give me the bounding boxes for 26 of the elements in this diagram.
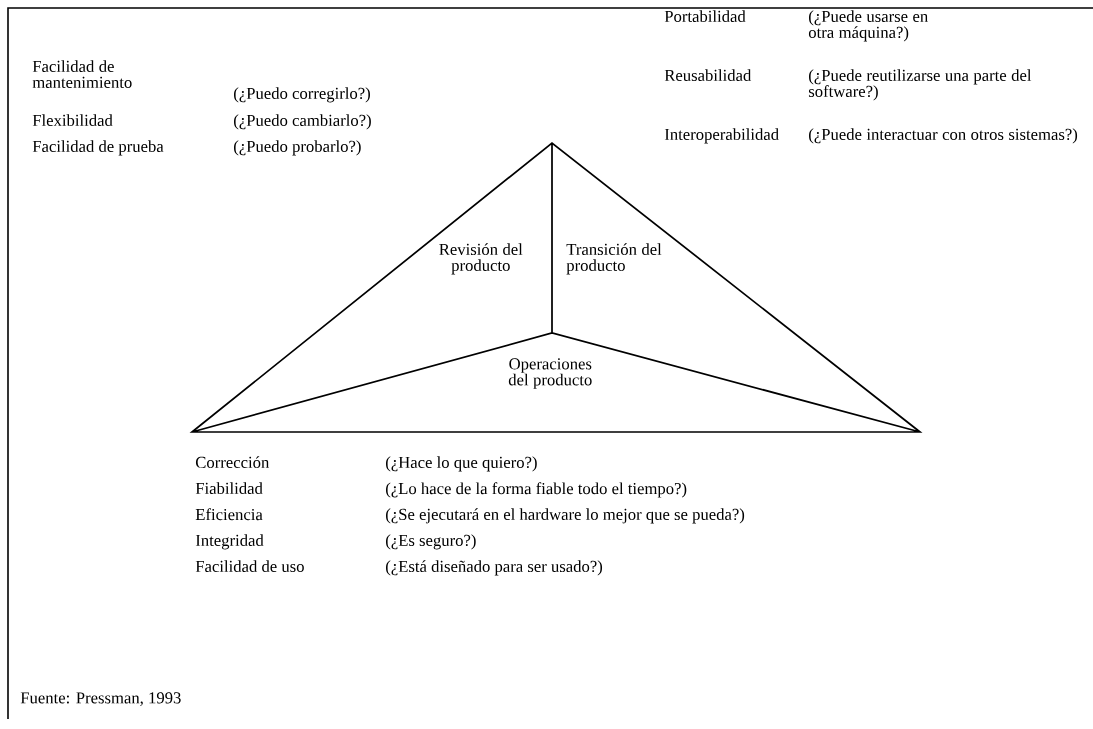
question-text: (¿Se ejecutará en el hardware lo mejor que se pueda?) [386, 508, 745, 524]
source-caption: Fuente: Pressman, 1993 [20, 692, 181, 706]
quality-factor-label: Fiabilidad [195, 482, 263, 494]
question-text: (¿Puedo corregirlo?) [234, 87, 370, 103]
quality-factor-label: Reusabilidad [664, 69, 752, 81]
question-text: (¿Hace lo que quiero?) [386, 456, 537, 472]
region-label: Transición del producto [566, 243, 662, 275]
quality-factor-label: Corrección [195, 456, 270, 469]
quality-factor-label: Integridad [195, 534, 264, 550]
region-label: Operaciones del producto [508, 358, 592, 389]
quality-factor-label: Interoperabilidad [664, 128, 779, 144]
quality-factor-label: Facilidad de uso [195, 560, 304, 572]
quality-factor-label: Facilidad de mantenimiento [32, 60, 132, 88]
question-text: (¿Lo hace de la forma fiable todo el tiempo?) [386, 482, 687, 498]
question-text: (¿Puede reutilizarse una parte del software?) [808, 69, 1032, 101]
question-text: (¿Puedo cambiarlo?) [234, 114, 371, 130]
question-text: (¿Puedo probarlo?) [234, 140, 361, 156]
question-text: (¿Puede interactuar con otros sistemas?) [809, 128, 1078, 144]
quality-factor-label: Portabilidad [664, 10, 746, 22]
quality-factor-label: Facilidad de prueba [32, 140, 164, 156]
question-text: (¿Está diseñado para ser usado?) [386, 560, 603, 576]
quality-factor-label: Flexibilidad [32, 114, 113, 126]
quality-factor-label: Eficiencia [195, 508, 263, 521]
question-text: (¿Puede usarse en otra máquina?) [808, 10, 928, 42]
question-text: (¿Es seguro?) [386, 534, 476, 550]
region-label: Revisión del producto [439, 243, 523, 275]
